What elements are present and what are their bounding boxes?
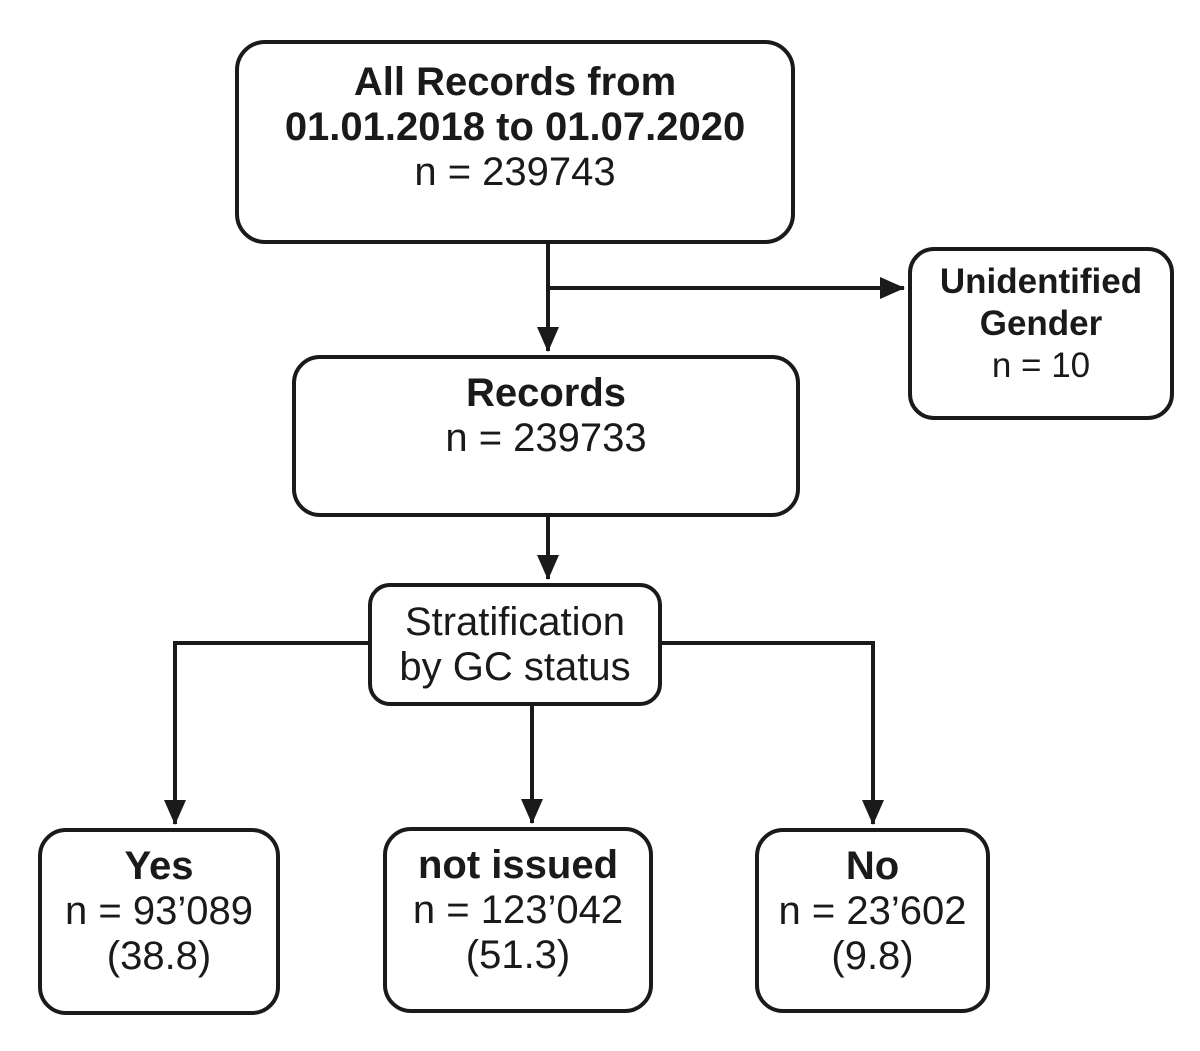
node-gc-yes: Yes n = 93’089 (38.8)	[38, 828, 280, 1015]
all-records-title-line1: All Records from	[353, 60, 677, 104]
edge-stratification-to-no	[662, 641, 884, 825]
gc-yes-title: Yes	[124, 844, 194, 888]
gc-no-title: No	[845, 844, 900, 888]
all-records-title-line2: 01.01.2018 to 01.07.2020	[284, 105, 746, 149]
stratification-line2: by GC status	[399, 644, 631, 689]
all-records-count: n = 239743	[414, 150, 616, 194]
gc-no-count: n = 23’602	[778, 889, 967, 933]
gc-not-issued-percent: (51.3)	[465, 933, 571, 977]
gc-not-issued-title: not issued	[417, 843, 619, 887]
records-title: Records	[465, 371, 627, 415]
unidentified-gender-title-line2: Gender	[979, 304, 1103, 343]
gc-yes-percent: (38.8)	[106, 934, 212, 978]
gc-not-issued-count: n = 123’042	[412, 888, 624, 932]
gc-no-percent: (9.8)	[831, 934, 914, 978]
node-gc-no: No n = 23’602 (9.8)	[755, 828, 990, 1013]
node-gc-not-issued: not issued n = 123’042 (51.3)	[383, 827, 653, 1013]
gc-yes-count: n = 93’089	[65, 889, 253, 933]
node-all-records: All Records from 01.01.2018 to 01.07.202…	[235, 40, 795, 244]
node-unidentified-gender: Unidentified Gender n = 10	[908, 247, 1174, 420]
node-stratification: Stratification by GC status	[368, 583, 662, 706]
edge-stratification-to-yes	[164, 641, 368, 825]
unidentified-gender-title-line1: Unidentified	[939, 262, 1143, 301]
records-count: n = 239733	[445, 416, 647, 460]
stratification-line1: Stratification	[404, 599, 626, 644]
node-records: Records n = 239733	[292, 355, 800, 517]
unidentified-gender-count: n = 10	[991, 346, 1091, 385]
